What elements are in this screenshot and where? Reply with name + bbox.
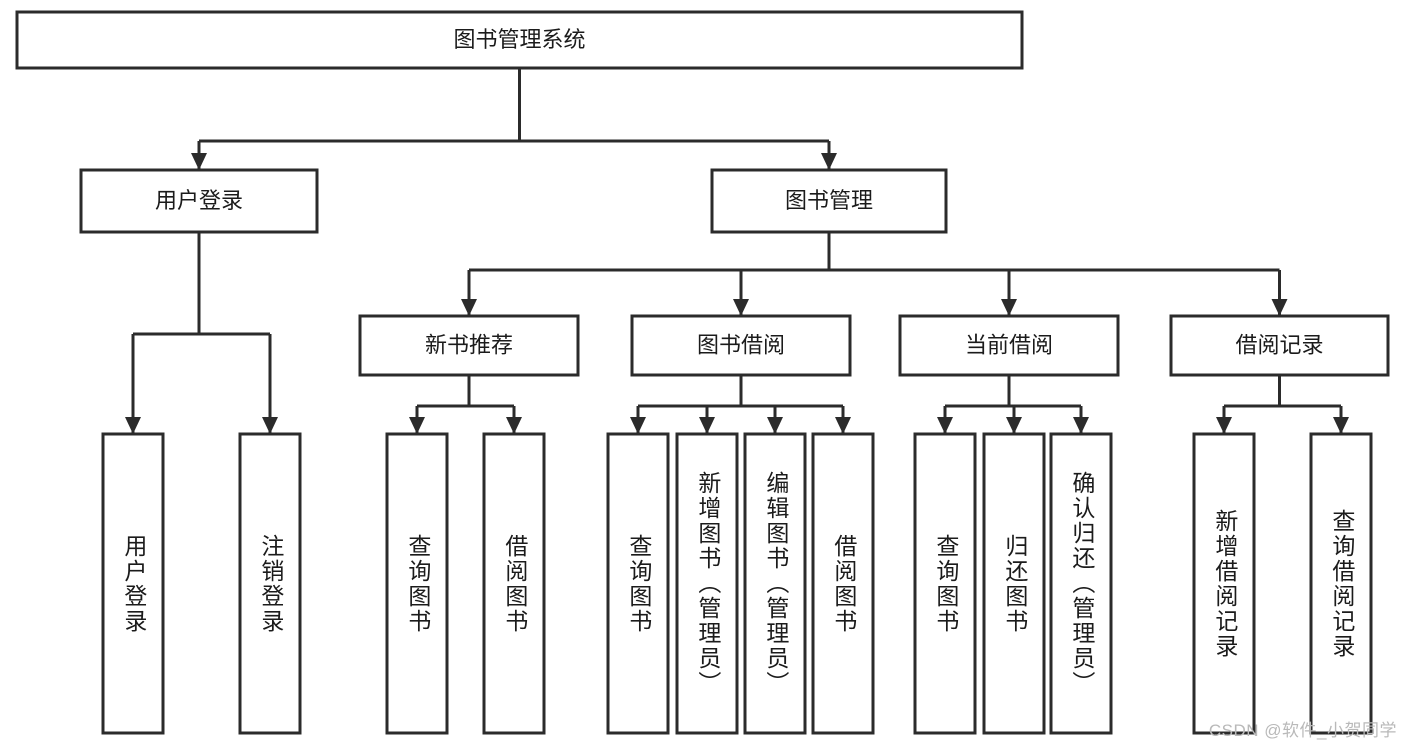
leaf-box-8 [913,432,977,735]
arrow-head-icon [767,417,783,434]
arrow-head-icon [733,299,749,316]
node-label-level3-3: 借阅记录 [1235,332,1323,357]
arrow-head-icon [125,417,141,434]
connector-layer [125,68,1349,434]
leaf-box-9 [982,432,1046,735]
arrow-head-icon [191,153,207,170]
arrow-head-icon [1001,299,1017,316]
node-label-level3-1: 图书借阅 [697,332,785,357]
arrow-head-icon [506,417,522,434]
arrow-head-icon [937,417,953,434]
node-box-level3-0 [358,314,580,377]
leaf-box-12 [1309,432,1373,735]
node-label-level3-2: 当前借阅 [965,332,1053,357]
node-box-root [15,10,1024,70]
arrow-head-icon [699,417,715,434]
arrow-head-icon [821,153,837,170]
node-label-level2-0: 用户登录 [155,188,243,213]
node-box-level3-1 [630,314,852,377]
leaf-box-2 [385,432,449,735]
leaf-box-3 [482,432,546,735]
leaf-box-0 [101,432,165,735]
node-box-level2-1 [710,168,948,234]
arrow-head-icon [630,417,646,434]
node-label-root: 图书管理系统 [453,27,585,52]
leaf-box-6 [743,432,807,735]
leaf-box-4 [606,432,670,735]
node-box-level3-3 [1169,314,1390,377]
arrow-head-icon [1271,299,1288,316]
arrow-head-icon [1333,417,1349,434]
leaf-box-10 [1049,432,1113,735]
node-label-level3-0: 新书推荐 [425,332,513,357]
watermark-text: CSDN @软件_小贺同学 [1208,721,1397,740]
leaf-box-11 [1192,432,1256,735]
node-box-level3-2 [898,314,1120,377]
arrow-head-icon [835,417,851,434]
arrow-head-icon [461,299,477,316]
arrow-head-icon [1073,417,1089,434]
leaf-box-1 [238,432,302,735]
arrow-head-icon [1216,417,1232,434]
leaf-box-7 [811,432,875,735]
box-layer [15,10,1390,735]
node-box-level2-0 [79,168,319,234]
arrow-head-icon [1006,417,1022,434]
leaf-box-5 [675,432,739,735]
node-label-level2-1: 图书管理 [785,188,873,213]
arrow-head-icon [409,417,425,434]
arrow-head-icon [262,417,278,434]
